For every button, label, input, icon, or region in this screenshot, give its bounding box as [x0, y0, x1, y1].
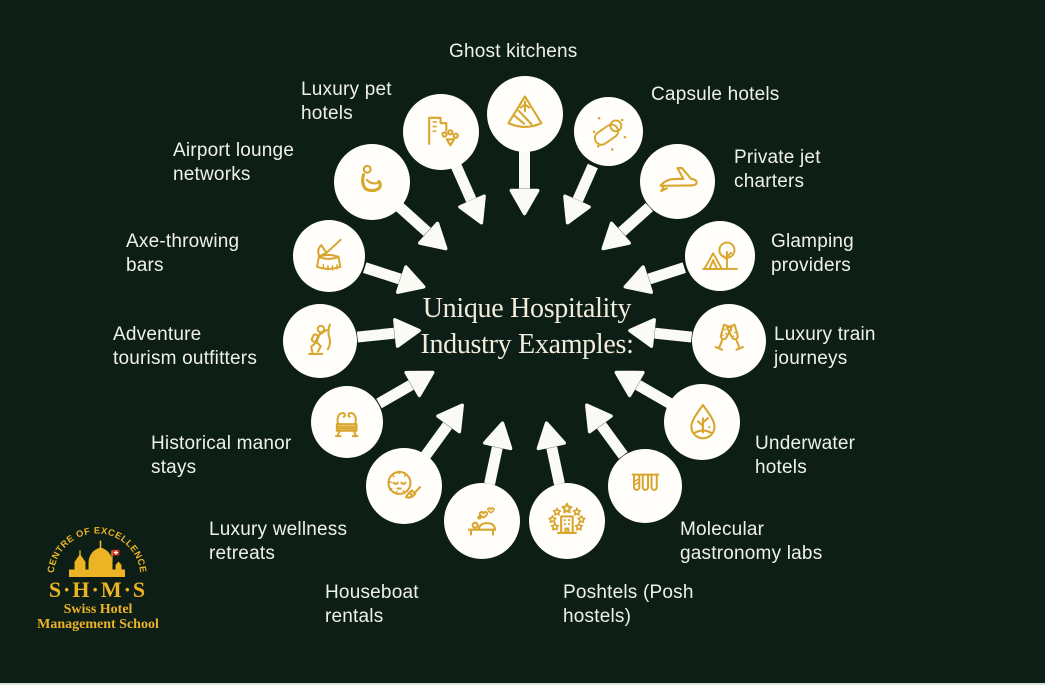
item-circle-historical-manor-stays: [310, 386, 383, 459]
arrow-capsule-hotels: [563, 163, 598, 225]
arrow-poshtels: [536, 421, 566, 485]
climber-icon: [308, 323, 331, 355]
arrow-luxury-wellness-retreats: [421, 403, 464, 459]
arrow-ghost-kitchens: [509, 151, 540, 216]
wrapped-dumpling-icon: [506, 95, 543, 129]
title-line-1: Unique Hospitality: [422, 293, 632, 324]
airplane-icon: [658, 167, 698, 193]
arrow-historical-manor-stays: [376, 370, 435, 409]
water-drop-plant-icon: [689, 404, 716, 440]
arrow-adventure-tourism-outfitters: [356, 318, 421, 348]
item-circle-capsule-hotels: [573, 97, 643, 167]
logo-acronym: S·H·M·S: [48, 577, 148, 602]
item-circle-axe-throwing-bars: [293, 219, 366, 292]
title-line-2: Industry Examples:: [420, 329, 634, 360]
item-circle-airport-lounge-networks: [333, 143, 410, 220]
swiss-flag-icon: [111, 549, 120, 562]
item-circle-houseboat-rentals: [443, 482, 520, 559]
champagne-toast-icon: [714, 323, 744, 351]
arrow-airport-lounge-networks: [395, 202, 448, 251]
shms-crest: CENTRE OF EXCELLENCE: [46, 525, 148, 577]
test-tubes-icon: [631, 474, 660, 492]
antique-chair-icon: [334, 411, 359, 437]
sleep-capsule-icon: [593, 116, 627, 151]
diagram-title: Unique Hospitality Industry Examples:: [379, 291, 675, 363]
tent-and-tree-icon: [701, 241, 738, 270]
arrow-houseboat-rentals: [483, 421, 513, 485]
arrow-glamping-providers: [623, 262, 686, 294]
logo-school-name: Swiss Hotel Management School: [37, 602, 159, 632]
arrow-luxury-pet-hotels: [451, 163, 486, 225]
item-circle-underwater-hotels: [664, 384, 741, 461]
arrow-molecular-gastronomy-labs: [585, 403, 628, 459]
item-circle-ghost-kitchens: [486, 76, 563, 152]
starred-building-icon: [548, 502, 586, 534]
item-label-ghost-kitchens: Ghost kitchens: [449, 41, 578, 62]
item-circle-luxury-wellness-retreats: [365, 447, 442, 524]
arrow-private-jet-charters: [601, 202, 654, 251]
shms-logo: CENTRE OF EXCELLENCE S·H·M·S Swiss Hotel…: [37, 524, 190, 648]
arrow-underwater-hotels: [614, 370, 673, 409]
item-circle-molecular-gastronomy-labs: [608, 448, 683, 523]
item-circle-luxury-train-journeys: [691, 303, 766, 378]
axe-stump-icon: [316, 239, 342, 272]
chateau-silhouette: [69, 540, 125, 577]
item-circle-luxury-pet-hotels: [402, 93, 479, 170]
item-circle-glamping-providers: [684, 220, 755, 291]
arrow-luxury-train-journeys: [628, 318, 693, 348]
arrow-axe-throwing-bars: [363, 262, 426, 294]
item-label-capsule-hotels: Capsule hotels: [651, 84, 780, 105]
image-bottom-edge: [0, 683, 1045, 685]
lounge-seat-icon: [360, 164, 382, 193]
facial-spa-icon: [387, 470, 421, 499]
item-circle-adventure-tourism-outfitters: [283, 303, 358, 378]
item-circle-private-jet-charters: [639, 144, 715, 220]
bed-hearts-icon: [467, 506, 496, 536]
item-circle-poshtels: [529, 482, 606, 559]
pet-hotel-paw-icon: [428, 116, 459, 147]
